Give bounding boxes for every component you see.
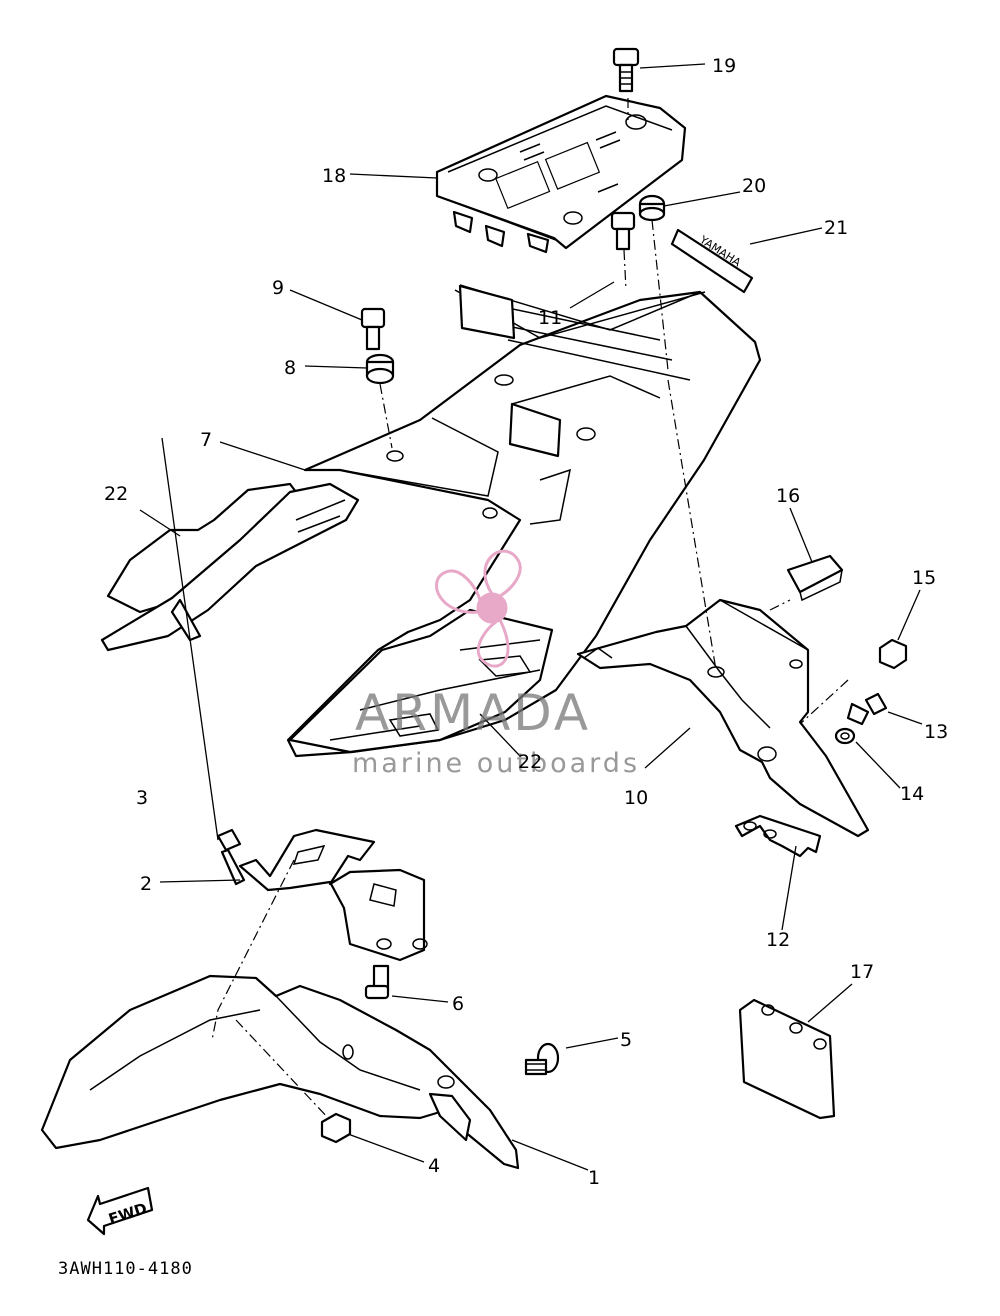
callout-4: 4 xyxy=(428,1155,440,1177)
bracket-2-part xyxy=(238,828,428,962)
callout-5: 5 xyxy=(620,1029,632,1051)
propeller-logo xyxy=(434,549,522,668)
leader-lines xyxy=(139,63,923,1171)
watermark-brand: ARMADA xyxy=(355,684,591,742)
callout-13: 13 xyxy=(924,721,948,743)
bolt-6-part xyxy=(364,964,390,1000)
fwd-arrow-icon: FWD xyxy=(86,1186,154,1236)
callout-3: 3 xyxy=(136,787,148,809)
front-fender-part xyxy=(40,974,520,1170)
reflector-16-part xyxy=(786,554,844,602)
bolt-9-part xyxy=(360,307,386,351)
callout-6: 6 xyxy=(452,993,464,1015)
bolt-13-part xyxy=(846,692,888,726)
yamaha-decal-part: YAMAHA xyxy=(670,228,754,294)
plate-17-part xyxy=(738,998,836,1120)
callout-20: 20 xyxy=(742,175,766,197)
callout-9: 9 xyxy=(272,277,284,299)
callout-22-left: 22 xyxy=(104,483,128,505)
callout-8: 8 xyxy=(284,357,296,379)
callout-11: 11 xyxy=(538,307,562,329)
callout-12: 12 xyxy=(766,929,790,951)
callout-15: 15 xyxy=(912,567,936,589)
callout-16: 16 xyxy=(776,485,800,507)
nut-15-part xyxy=(878,638,908,670)
watermark-tagline: marine outboards xyxy=(352,748,640,779)
callout-21: 21 xyxy=(824,217,848,239)
side-cover-right-part xyxy=(288,608,554,754)
washer-14-part xyxy=(834,727,856,745)
diagram-code: 3AWH110-4180 xyxy=(58,1259,193,1279)
rear-fender-part xyxy=(576,598,870,838)
bolt-5-part xyxy=(524,1042,560,1076)
grommet-8-part xyxy=(365,353,395,385)
callout-numbers: 19 18 20 21 9 11 8 7 22 16 15 13 22 10 1… xyxy=(104,55,948,1189)
bolt-19-part xyxy=(612,47,640,93)
callout-7: 7 xyxy=(200,429,212,451)
callout-2: 2 xyxy=(140,873,152,895)
rear-carrier-part xyxy=(435,94,687,254)
assembly-lines xyxy=(211,98,849,1121)
rear-frame-part xyxy=(286,284,762,758)
nut-4-part xyxy=(320,1112,352,1144)
callout-10: 10 xyxy=(624,787,648,809)
callout-1: 1 xyxy=(588,1167,600,1189)
callout-18: 18 xyxy=(322,165,346,187)
bolt-3-part xyxy=(216,828,246,886)
callout-14: 14 xyxy=(900,783,924,805)
side-cover-left-part xyxy=(100,482,360,652)
bolt-11-part xyxy=(610,211,636,251)
callout-19: 19 xyxy=(712,55,736,77)
callout-17: 17 xyxy=(850,961,874,983)
callout-22-right: 22 xyxy=(518,751,542,773)
armada-watermark: ARMADA marine outboards xyxy=(352,549,640,779)
bracket-12-part xyxy=(734,814,822,858)
grommet-20-part xyxy=(638,194,666,222)
